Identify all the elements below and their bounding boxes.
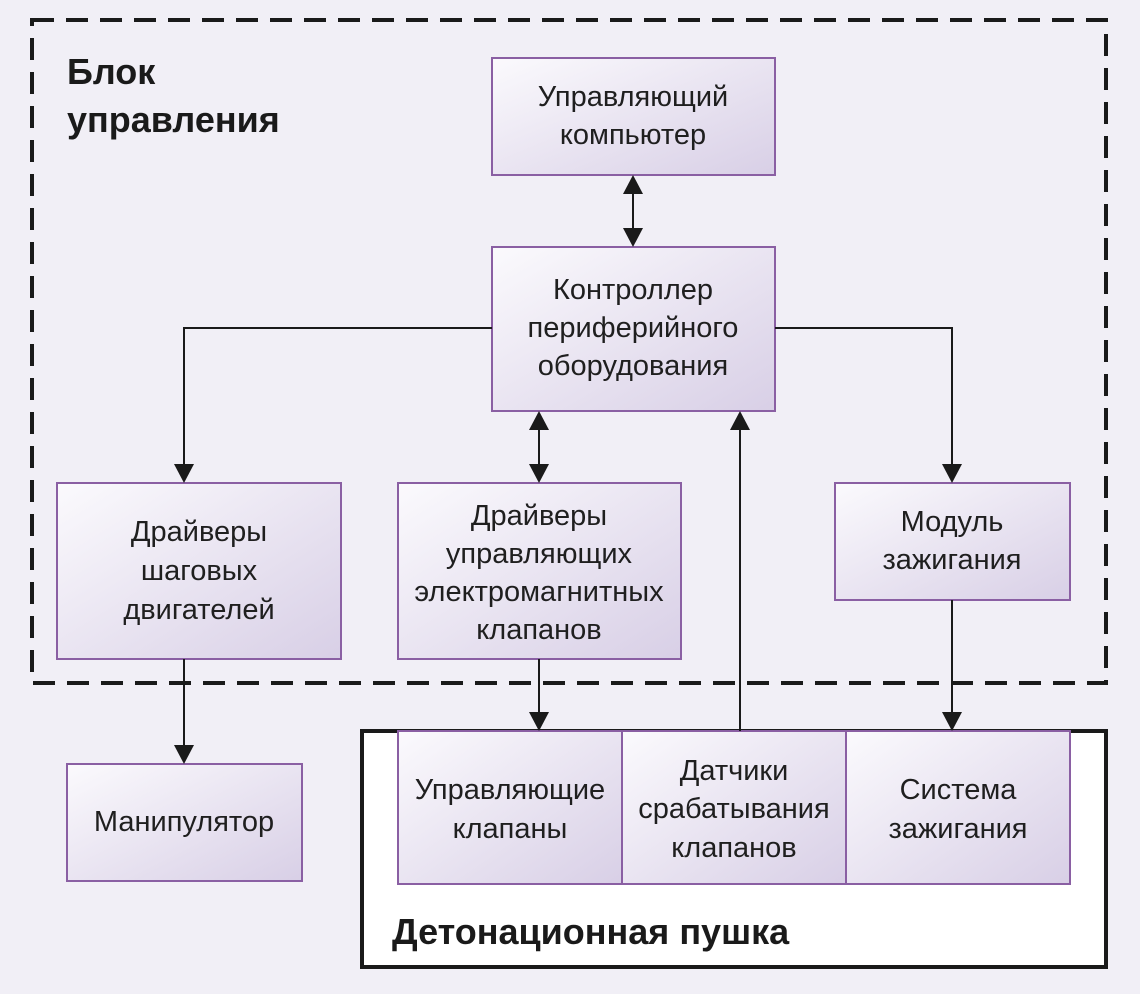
ignition-system-label-line1: Система [900,774,1018,806]
computer-box-label-line2: компьютер [560,119,706,151]
ignition-module-label-line2: зажигания [882,544,1021,576]
ignition-module-label-line1: Модуль [901,506,1004,538]
connector-stepper-manipulator [174,659,194,764]
manipulator-box: Манипулятор [66,763,303,882]
connector-valve-drivers-valves [529,659,549,731]
connector-sensors-controller [730,411,750,731]
valve-drivers-box: Драйверы управляющих электромагнитных кл… [397,482,682,660]
valve-sensors-label-line2: срабатывания [638,793,829,825]
connector-controller-ignition [775,327,962,483]
valve-sensors-label-line1: Датчики [680,755,789,787]
connector-controller-stepper [174,327,492,483]
computer-box: Управляющий компьютер [491,57,776,176]
stepper-drivers-box: Драйверы шаговых двигателей [56,482,342,660]
manipulator-label: Манипулятор [94,806,274,838]
gun-block-title: Детонационная пушка [392,911,790,952]
valve-sensors-label-line3: клапанов [671,832,796,864]
stepper-drivers-label-line1: Драйверы [131,516,267,548]
control-valves-label-line2: клапаны [453,813,568,845]
controller-box-label-line2: периферийного [528,312,739,344]
valve-sensors-box: Датчики срабатывания клапанов [621,730,847,885]
control-block-title-line2: управления [67,99,280,140]
control-valves-box: Управляющие клапаны [397,730,623,885]
valve-drivers-label-line2: управляющих [446,538,633,570]
valve-drivers-label-line4: клапанов [476,614,601,646]
stepper-drivers-label-line2: шаговых [141,555,258,587]
ignition-system-box: Система зажигания [845,730,1071,885]
control-block-border [30,18,1108,685]
controller-box-label-line3: оборудования [538,350,728,382]
control-block-title-line1: Блок [67,51,156,92]
controller-box: Контроллер периферийного оборудования [491,246,776,412]
connector-controller-valve-drivers [529,411,549,483]
ignition-system-label-line2: зажигания [888,813,1027,845]
valve-drivers-label-line1: Драйверы [471,500,607,532]
ignition-module-box: Модуль зажигания [834,482,1071,601]
connector-ignition-module-system [942,600,962,731]
valve-drivers-label-line3: электромагнитных [414,576,664,608]
control-valves-label-line1: Управляющие [415,774,605,806]
computer-box-label-line1: Управляющий [538,81,728,113]
connector-computer-controller [623,175,643,247]
controller-box-label-line1: Контроллер [553,274,713,306]
stepper-drivers-label-line3: двигателей [123,594,274,626]
